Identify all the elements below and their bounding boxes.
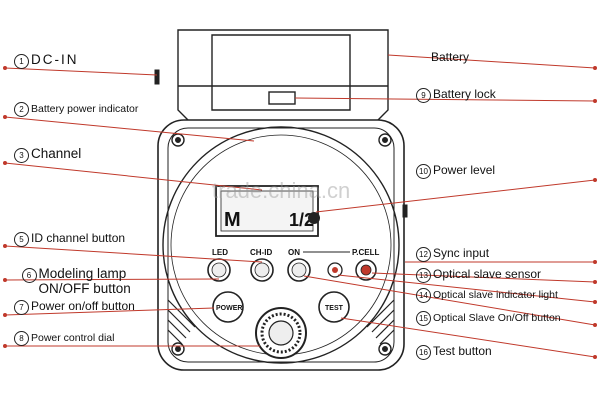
power-control-dial[interactable] [255, 307, 307, 359]
id-channel-button[interactable] [250, 258, 274, 282]
leader-lines [4, 54, 596, 358]
optical-slave-indicator-light [327, 262, 343, 278]
power-level-icon [308, 212, 320, 224]
lcd-display: M 1/2 [215, 185, 320, 237]
test-button[interactable]: TEST [318, 291, 350, 323]
battery [177, 29, 389, 125]
device-label-test: TEST [325, 305, 344, 312]
label-battery: Battery [431, 50, 470, 64]
leader-dots [3, 66, 597, 359]
device-label-pcell: P.CELL [352, 248, 380, 257]
lcd-mode: M [224, 209, 241, 231]
optical-slave-button[interactable] [287, 258, 311, 282]
device-label-led: LED [212, 248, 228, 257]
lcd-channel: 1/2 [289, 210, 314, 230]
device-label-power: POWER [216, 305, 242, 312]
device-label-on: ON [288, 248, 300, 257]
modeling-lamp-button[interactable] [207, 258, 231, 282]
optical-slave-sensor [355, 259, 377, 281]
watermark: trade.china.cn [212, 178, 351, 203]
power-button[interactable]: POWER [212, 291, 244, 323]
device-label-chid: CH-ID [250, 248, 272, 257]
